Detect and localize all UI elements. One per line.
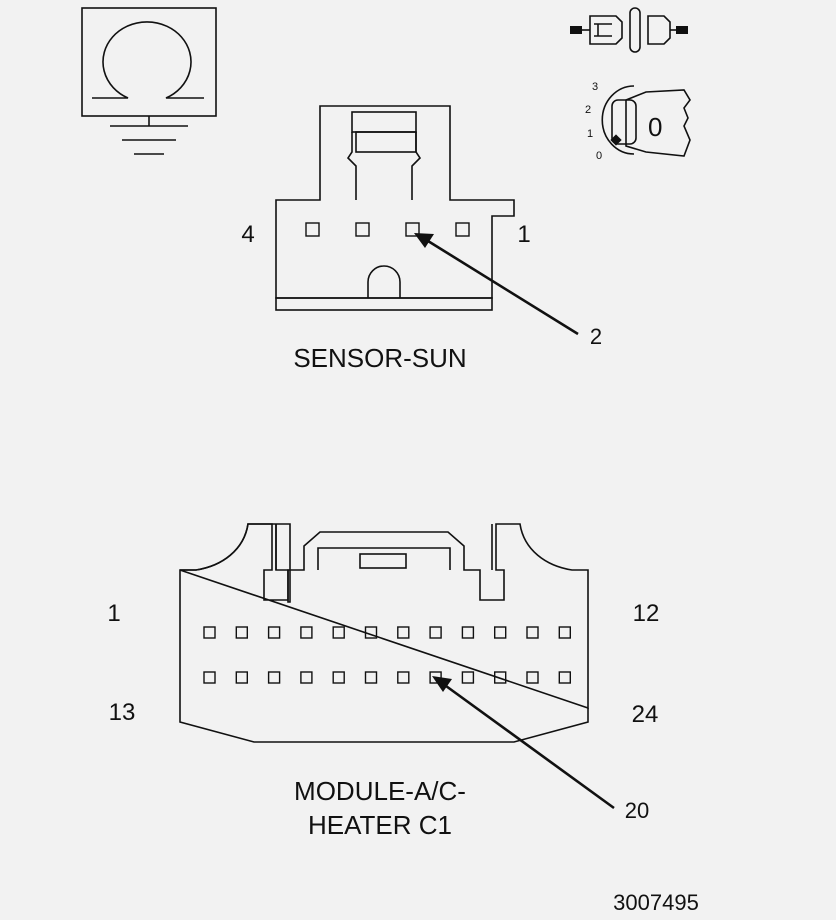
key-label: 0 xyxy=(648,112,662,142)
sensor-pin-cavity xyxy=(455,222,470,237)
sensor-pin-4-label: 4 xyxy=(241,221,254,248)
module-pin-cavity xyxy=(332,671,345,684)
sensor-pin-cavity xyxy=(305,222,320,237)
module-pin-cavity xyxy=(429,626,442,639)
sensor-pin-1-label: 1 xyxy=(517,221,530,248)
module-pin-cavity xyxy=(364,626,378,639)
sensor-connector-name: SENSOR-SUN xyxy=(293,343,466,373)
module-pin-cavity xyxy=(397,671,410,684)
module-pin-cavity xyxy=(300,671,313,684)
sensor-callout-arrow xyxy=(414,233,579,336)
module-pin-cavity xyxy=(364,671,378,684)
module-pin-cavity xyxy=(526,671,539,684)
key-position-0: 0 xyxy=(596,150,602,162)
key-position-3: 3 xyxy=(592,81,598,93)
connector-disconnected-icon xyxy=(570,7,688,53)
module-pin-cavity xyxy=(526,626,539,639)
sensor-pin-row xyxy=(305,222,470,237)
module-pin-cavity xyxy=(494,671,507,684)
module-pin-cavity xyxy=(332,626,345,639)
sensor-callout-pin-label: 2 xyxy=(590,324,602,349)
ohmmeter-ground-icon xyxy=(81,7,217,155)
module-pin-cavity xyxy=(267,671,281,684)
module-pin-12-label: 12 xyxy=(633,600,660,627)
module-pin-13-label: 13 xyxy=(109,699,136,726)
module-connector xyxy=(179,523,589,743)
module-connector-name-line2: HEATER C1 xyxy=(308,810,452,840)
module-pin-1-label: 1 xyxy=(107,600,120,627)
module-connector-name-line1: MODULE-A/C- xyxy=(294,776,466,806)
module-pin-cavity xyxy=(558,671,571,684)
module-pin-cavity xyxy=(235,671,249,684)
module-pin-cavity xyxy=(494,626,507,639)
module-pin-24-label: 24 xyxy=(632,701,659,728)
key-position-2: 2 xyxy=(585,104,591,116)
module-callout-pin-label: 20 xyxy=(625,798,649,823)
module-pin-cavity xyxy=(235,626,249,639)
sensor-pin-cavity xyxy=(355,222,370,237)
key-position-1: 1 xyxy=(587,128,593,140)
module-pin-cavity xyxy=(203,671,216,684)
module-pin-cavity xyxy=(300,626,313,639)
sensor-pin-cavity xyxy=(405,222,420,237)
figure-id: 3007495 xyxy=(613,890,699,915)
module-pin-cavity xyxy=(397,626,410,639)
module-pin-cavity xyxy=(461,626,475,639)
module-pin-cavity xyxy=(558,626,571,639)
module-pin-grid xyxy=(203,626,571,684)
module-pin-cavity xyxy=(203,626,216,639)
module-pin-cavity xyxy=(461,671,475,684)
ignition-key-icon: 3 2 1 0 0 xyxy=(585,81,691,162)
sensor-sun-connector xyxy=(275,105,515,311)
module-pin-cavity xyxy=(267,626,281,639)
module-callout-arrow xyxy=(432,676,615,810)
